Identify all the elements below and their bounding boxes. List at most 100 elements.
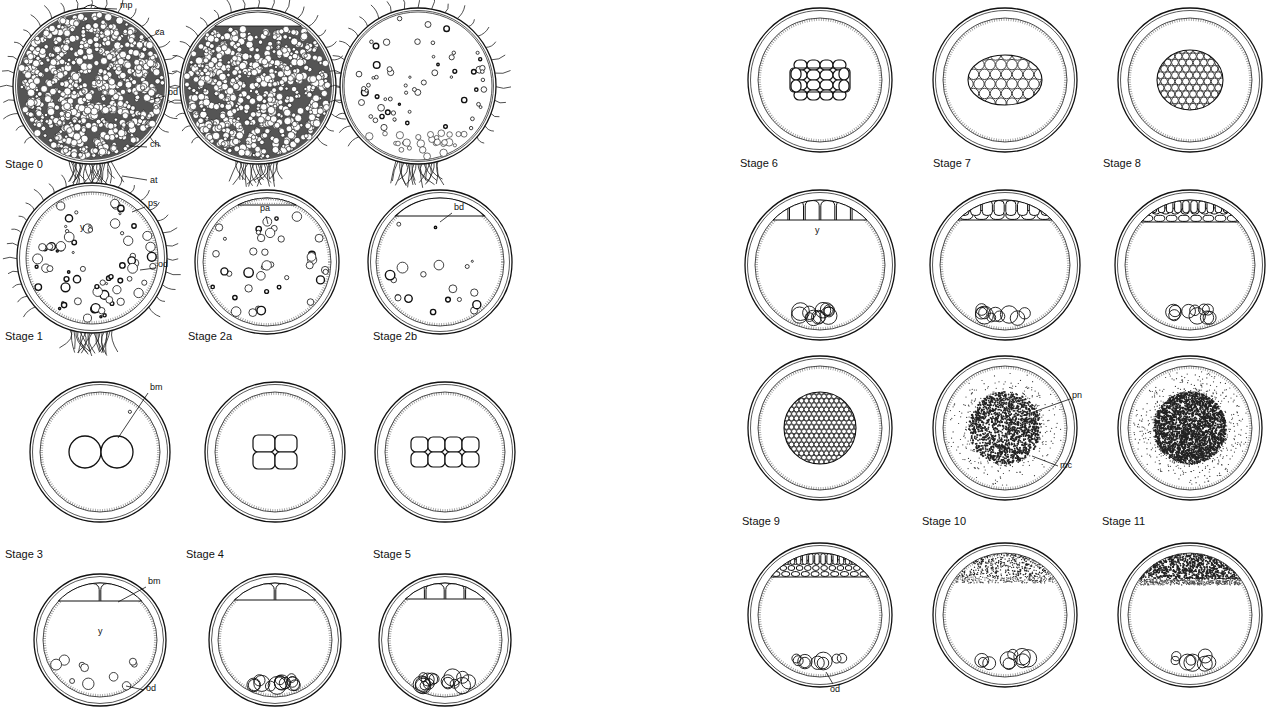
oil-droplet	[397, 262, 408, 273]
yolk-granule	[59, 59, 65, 65]
yolk-granule	[255, 128, 261, 134]
oil-droplet	[72, 251, 74, 253]
oil-droplet	[469, 126, 472, 129]
filament	[371, 5, 379, 19]
filament	[486, 42, 496, 48]
yolk-granule	[272, 50, 276, 54]
yolk-granule	[85, 122, 91, 128]
yolk-granule	[256, 77, 262, 83]
yolk-granule	[128, 122, 135, 129]
yolk-granule	[87, 63, 93, 69]
oil-droplet	[388, 97, 392, 101]
yolk-granule	[258, 40, 262, 44]
yolk-granule	[47, 108, 54, 115]
filament	[336, 113, 345, 117]
yolk-granule	[262, 99, 266, 103]
yolk-granule	[239, 26, 246, 33]
yolk-granule	[263, 30, 268, 35]
filament	[11, 229, 21, 233]
yolk-granule	[64, 30, 71, 37]
oil-droplet	[257, 234, 264, 241]
oil-droplet	[75, 211, 78, 214]
filament	[2, 70, 14, 73]
oil-droplet	[471, 117, 475, 121]
oil-droplet	[213, 250, 220, 257]
yolk-granule	[227, 68, 230, 71]
oil-droplet	[452, 51, 455, 54]
oil-droplet	[103, 314, 106, 317]
oil-droplet	[70, 679, 75, 684]
yolk-granule	[310, 76, 317, 83]
yolk-granule	[67, 128, 73, 134]
oil-droplet	[127, 276, 132, 281]
chorion	[340, 8, 496, 164]
oil-droplet	[425, 22, 431, 28]
chorion	[375, 382, 515, 522]
yolk-granule	[108, 78, 115, 85]
filament	[157, 215, 168, 221]
blastomere	[275, 452, 297, 469]
filament	[3, 114, 18, 120]
filament	[31, 15, 41, 27]
yolk-granule	[70, 123, 74, 127]
filament	[14, 42, 23, 47]
filament	[317, 137, 327, 146]
yolk-granule	[313, 95, 320, 102]
attaching-filament	[239, 162, 242, 180]
yolk-granule	[438, 130, 445, 137]
yolk-granule	[212, 132, 220, 140]
egg-stage-0b	[169, 0, 351, 187]
yolk-granule	[221, 45, 227, 51]
attaching-filament	[233, 163, 244, 185]
filament	[285, 0, 290, 13]
yolk-granule	[120, 89, 125, 94]
yolk-granule	[100, 57, 107, 64]
yolk-granule	[154, 105, 158, 109]
yolk-granule	[79, 44, 84, 49]
oil-droplet	[233, 295, 237, 299]
filament	[23, 30, 31, 36]
yolk-granule	[256, 107, 259, 110]
oil-droplet	[384, 98, 387, 101]
yolk-granule	[50, 88, 57, 95]
oil-droplet	[83, 678, 94, 689]
yolk-granule	[133, 50, 140, 57]
filament	[297, 7, 304, 19]
yolk-granule	[113, 30, 119, 36]
yolk-granule	[114, 118, 117, 121]
yolk-granule	[442, 140, 448, 146]
oil-droplet	[359, 100, 365, 106]
oil-droplet	[113, 286, 121, 294]
oil-droplet	[285, 275, 289, 279]
yolk-granule	[67, 58, 71, 62]
yolk-granule	[217, 62, 222, 67]
yolk-granule	[214, 91, 218, 95]
yolk-granule	[25, 72, 32, 79]
yolk-granule	[120, 51, 127, 58]
yolk-granule	[18, 65, 25, 72]
yolk-granule	[194, 64, 197, 67]
yolk-granule	[227, 87, 234, 94]
yolk-granule	[93, 16, 98, 21]
yolk-granule	[78, 120, 82, 124]
yolk-granule	[206, 116, 209, 119]
oil-droplet	[223, 237, 226, 240]
yolk-granule	[108, 123, 114, 129]
yolk-granule	[195, 112, 198, 115]
yolk-granule	[305, 123, 311, 129]
yolk-granule	[238, 97, 244, 103]
yolk-granule	[130, 134, 133, 137]
yolk-granule	[296, 73, 304, 81]
yolk-granule	[61, 26, 65, 30]
oil-droplet	[404, 84, 407, 87]
yolk-granule	[198, 93, 205, 100]
yolk-granule	[204, 75, 210, 81]
yolk-granule	[71, 152, 77, 158]
filament	[61, 3, 65, 13]
yolk-granule	[261, 149, 266, 154]
yolk-granule	[49, 25, 55, 31]
yolk-granule	[277, 41, 281, 45]
yolk-granule	[232, 56, 237, 61]
yolk-granule	[27, 99, 35, 107]
yolk-granule	[73, 133, 80, 140]
